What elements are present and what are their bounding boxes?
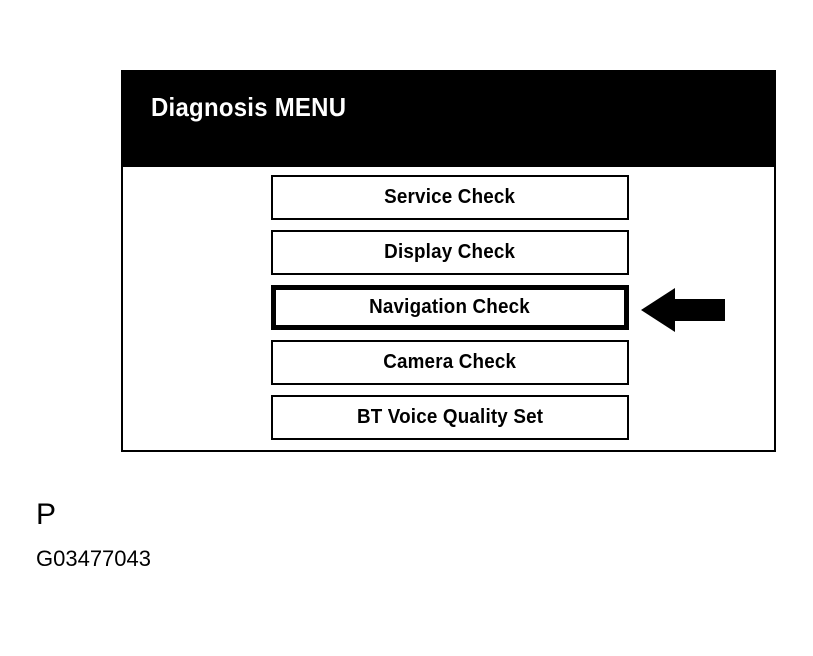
- diagnosis-menu-panel: Diagnosis MENU Service Check Display Che…: [121, 70, 776, 452]
- menu-item-label: Service Check: [384, 186, 516, 208]
- menu-item-camera-check[interactable]: Camera Check: [271, 340, 629, 385]
- menu-item-label: Camera Check: [383, 351, 517, 373]
- menu-item-label: Navigation Check: [369, 296, 531, 318]
- menu-item-label: Display Check: [384, 241, 516, 263]
- diagnosis-menu-list: Service Check Display Check Navigation C…: [271, 175, 629, 450]
- panel-title-bar: Diagnosis MENU: [123, 72, 774, 167]
- menu-item-label: BT Voice Quality Set: [356, 406, 544, 428]
- caption-code: G03477043: [36, 546, 151, 571]
- menu-item-bt-voice-quality-set[interactable]: BT Voice Quality Set: [271, 395, 629, 440]
- panel-title: Diagnosis MENU: [151, 92, 347, 122]
- arrow-left-icon: [641, 286, 725, 334]
- figure-caption: P G03477043: [36, 500, 151, 570]
- caption-letter: P: [36, 498, 57, 531]
- menu-item-display-check[interactable]: Display Check: [271, 230, 629, 275]
- menu-item-service-check[interactable]: Service Check: [271, 175, 629, 220]
- menu-item-navigation-check[interactable]: Navigation Check: [271, 285, 629, 330]
